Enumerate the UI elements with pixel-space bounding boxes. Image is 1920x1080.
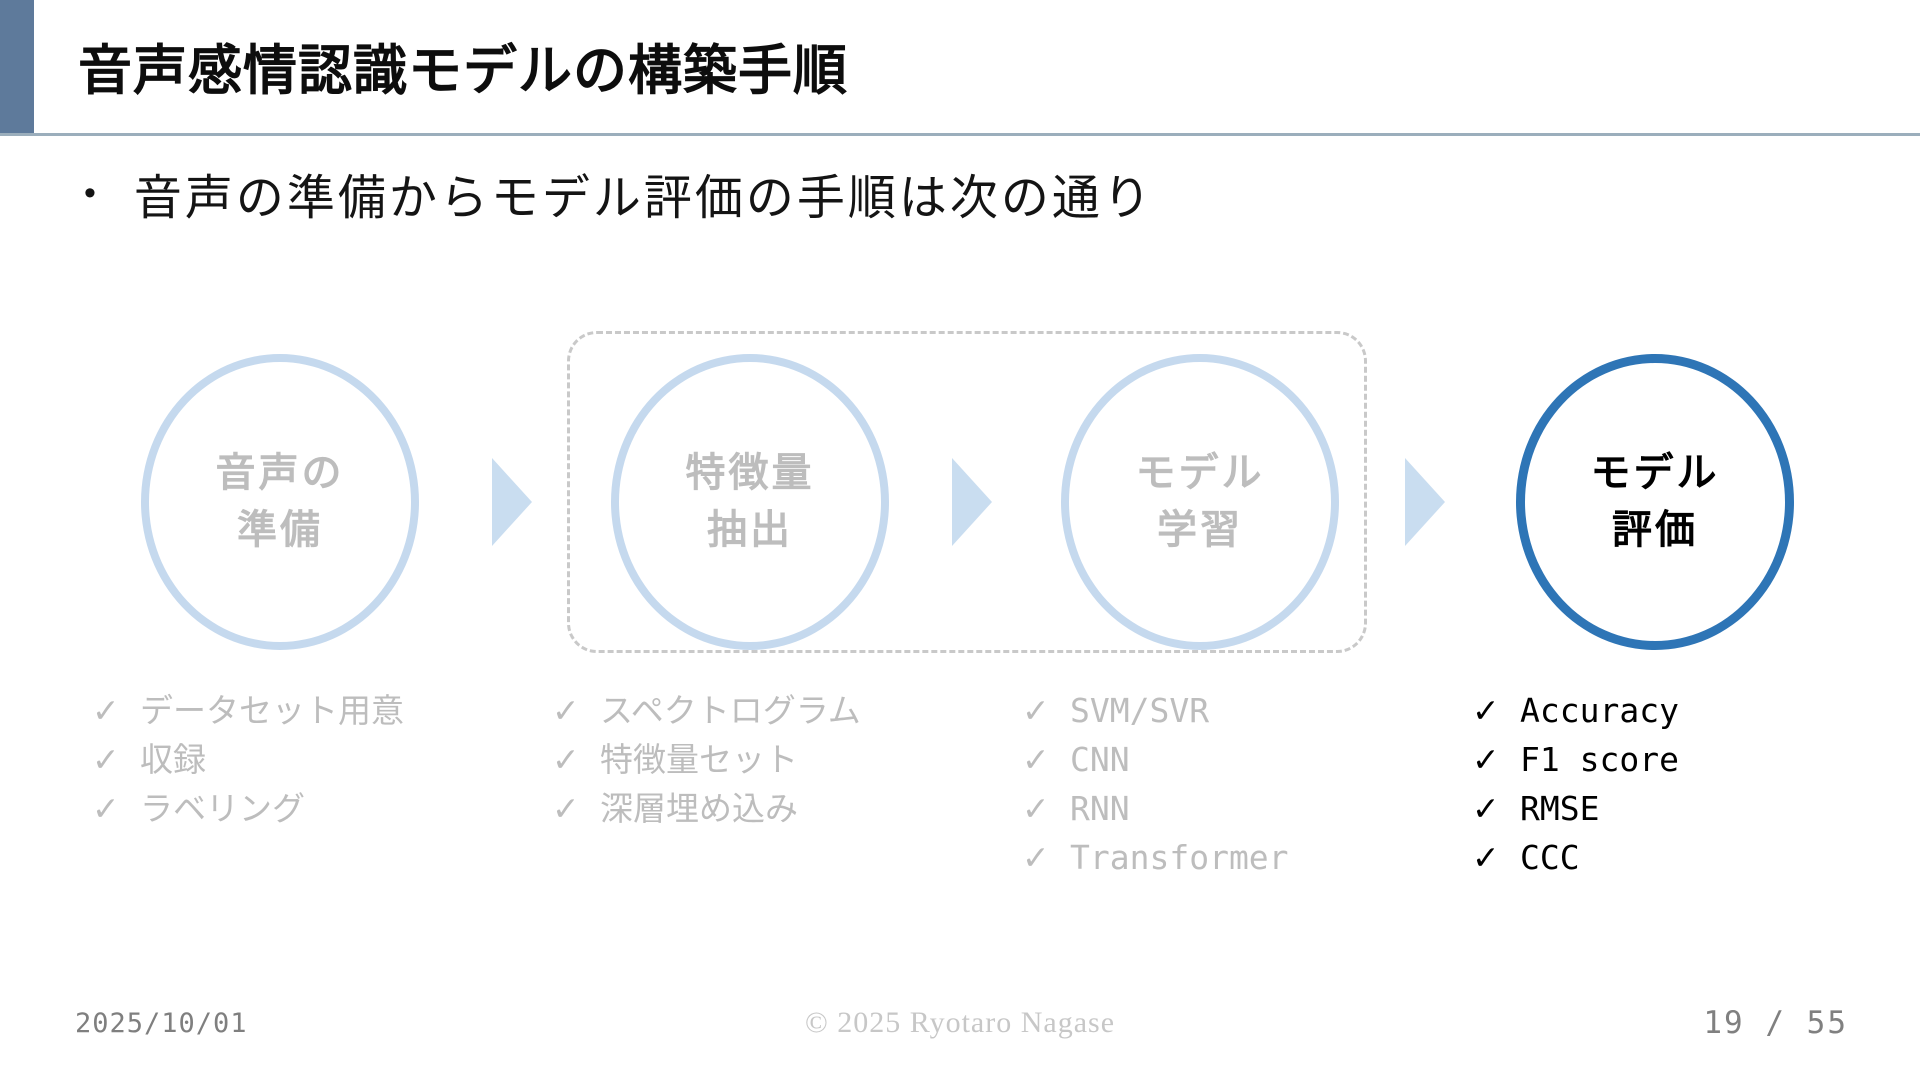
list-item: ✓ 特徴量セット xyxy=(552,735,861,784)
check-icon: ✓ xyxy=(1022,691,1050,730)
list-item-label: 収録 xyxy=(140,740,206,779)
footer-copyright: © 2025 Ryotaro Nagase xyxy=(804,1006,1116,1039)
page-number: 19 / 55 xyxy=(1703,1005,1848,1041)
step-circle-model-evaluation: モデル 評価 xyxy=(1516,354,1794,650)
step-circle-model-training: モデル 学習 xyxy=(1061,354,1339,650)
check-icon: ✓ xyxy=(1472,740,1500,779)
page-title: 音声感情認識モデルの構築手順 xyxy=(78,41,848,101)
check-icon: ✓ xyxy=(1472,789,1500,828)
check-icon: ✓ xyxy=(552,740,580,779)
list-item-label: SVM/SVR xyxy=(1070,691,1210,730)
check-icon: ✓ xyxy=(552,789,580,828)
list-item-label: Accuracy xyxy=(1520,691,1679,730)
step-label-line: 抽出 xyxy=(707,508,793,552)
step-label-line: 学習 xyxy=(1157,508,1243,552)
check-icon: ✓ xyxy=(92,740,120,779)
list-item-label: ラベリング xyxy=(140,789,305,828)
bullet-icon: • xyxy=(84,173,96,212)
step-circle-audio-prep: 音声の 準備 xyxy=(141,354,419,650)
list-item: ✓ SVM/SVR xyxy=(1022,686,1289,735)
check-icon: ✓ xyxy=(1022,740,1050,779)
list-item: ✓ ラベリング xyxy=(92,784,404,833)
checklist-model-training: ✓ SVM/SVR ✓ CNN ✓ RNN ✓ Transformer xyxy=(1022,686,1289,882)
step-circle-feature-extraction: 特徴量 抽出 xyxy=(611,354,889,650)
list-item-label: CCC xyxy=(1520,838,1580,877)
list-item-label: スペクトログラム xyxy=(600,691,861,730)
list-item-label: F1 score xyxy=(1520,740,1679,779)
list-item-label: RMSE xyxy=(1520,789,1600,828)
list-item-label: データセット用意 xyxy=(140,691,404,730)
title-divider xyxy=(0,133,1920,136)
step-label-line: 評価 xyxy=(1612,508,1698,552)
list-item: ✓ データセット用意 xyxy=(92,686,404,735)
list-item: ✓ スペクトログラム xyxy=(552,686,861,735)
list-item: ✓ 深層埋め込み xyxy=(552,784,861,833)
list-item-label: RNN xyxy=(1070,789,1130,828)
bullet-row: • 音声の準備からモデル評価の手順は次の通り xyxy=(84,158,1154,228)
footer-date: 2025/10/01 xyxy=(75,1008,248,1039)
list-item-label: Transformer xyxy=(1070,838,1289,877)
list-item: ✓ F1 score xyxy=(1472,735,1679,784)
step-label-line: 特徴量 xyxy=(685,451,815,495)
check-icon: ✓ xyxy=(1022,838,1050,877)
check-icon: ✓ xyxy=(1472,838,1500,877)
dashed-group-box xyxy=(567,331,1367,653)
bullet-text: 音声の準備からモデル評価の手順は次の通り xyxy=(133,172,1154,225)
list-item: ✓ RNN xyxy=(1022,784,1289,833)
title-accent-bar xyxy=(0,0,34,134)
list-item-label: 特徴量セット xyxy=(600,740,798,779)
check-icon: ✓ xyxy=(92,691,120,730)
arrow-right-icon xyxy=(952,458,992,546)
list-item: ✓ Transformer xyxy=(1022,833,1289,882)
list-item: ✓ CCC xyxy=(1472,833,1679,882)
list-item-label: CNN xyxy=(1070,740,1130,779)
list-item-label: 深層埋め込み xyxy=(600,789,798,828)
check-icon: ✓ xyxy=(552,691,580,730)
list-item: ✓ CNN xyxy=(1022,735,1289,784)
check-icon: ✓ xyxy=(92,789,120,828)
check-icon: ✓ xyxy=(1022,789,1050,828)
step-label-line: 音声の xyxy=(215,451,345,495)
arrow-right-icon xyxy=(492,458,532,546)
step-label-line: 準備 xyxy=(237,508,323,552)
list-item: ✓ Accuracy xyxy=(1472,686,1679,735)
checklist-model-evaluation: ✓ Accuracy ✓ F1 score ✓ RMSE ✓ CCC xyxy=(1472,686,1679,882)
check-icon: ✓ xyxy=(1472,691,1500,730)
step-label-line: モデル xyxy=(1590,451,1720,495)
list-item: ✓ RMSE xyxy=(1472,784,1679,833)
checklist-audio-prep: ✓ データセット用意 ✓ 収録 ✓ ラベリング xyxy=(92,686,404,833)
checklist-feature-extraction: ✓ スペクトログラム ✓ 特徴量セット ✓ 深層埋め込み xyxy=(552,686,861,833)
list-item: ✓ 収録 xyxy=(92,735,404,784)
arrow-right-icon xyxy=(1405,458,1445,546)
step-label-line: モデル xyxy=(1135,451,1265,495)
